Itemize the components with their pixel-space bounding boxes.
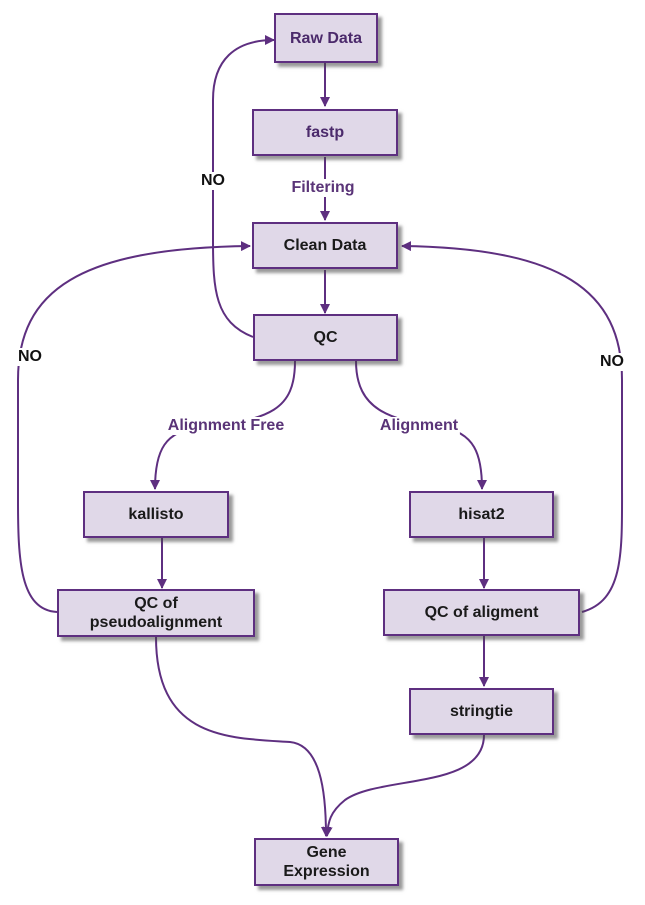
node-fastp: fastp xyxy=(252,109,398,156)
node-fastp-label: fastp xyxy=(305,124,345,141)
node-qc-label: QC xyxy=(313,329,338,346)
node-qc-align-label: QC of aligment xyxy=(424,604,539,621)
edge-label-alignment: Alignment xyxy=(377,417,461,435)
edge-qc-back-to-raw xyxy=(212,35,275,338)
node-hisat2-label: hisat2 xyxy=(458,506,505,523)
node-clean-data: Clean Data xyxy=(252,222,398,269)
node-gene-label-line1: Gene xyxy=(306,844,347,861)
node-kallisto: kallisto xyxy=(83,491,229,538)
edge-qcpseudo-to-gene xyxy=(155,636,331,837)
node-stringtie: stringtie xyxy=(409,688,554,735)
edge-stringtie-to-gene xyxy=(322,734,485,837)
node-qc-pseudo-label-line2: pseudoalignment xyxy=(89,614,223,631)
node-qc-of-pseudoalignment: QC of pseudoalignment xyxy=(57,589,255,637)
node-stringtie-label: stringtie xyxy=(449,703,514,720)
edge-label-alignment-free: Alignment Free xyxy=(165,417,287,435)
edge-label-no-qc-loop: NO xyxy=(199,172,227,190)
edge-label-no-pseudo-loop: NO xyxy=(16,348,44,366)
node-qc-pseudo-label-line1: QC of xyxy=(134,595,178,612)
node-gene-expression: Gene Expression xyxy=(254,838,399,886)
node-qc-of-aligment: QC of aligment xyxy=(383,589,580,636)
node-raw-data: Raw Data xyxy=(274,13,378,63)
node-hisat2: hisat2 xyxy=(409,491,554,538)
node-qc: QC xyxy=(253,314,398,361)
node-gene-label-line2: Expression xyxy=(283,863,370,880)
edge-label-no-align-loop: NO xyxy=(598,353,626,371)
edge-label-filtering: Filtering xyxy=(289,179,357,197)
node-raw-data-label: Raw Data xyxy=(289,29,363,47)
node-clean-data-label: Clean Data xyxy=(283,237,367,254)
node-kallisto-label: kallisto xyxy=(128,506,184,523)
